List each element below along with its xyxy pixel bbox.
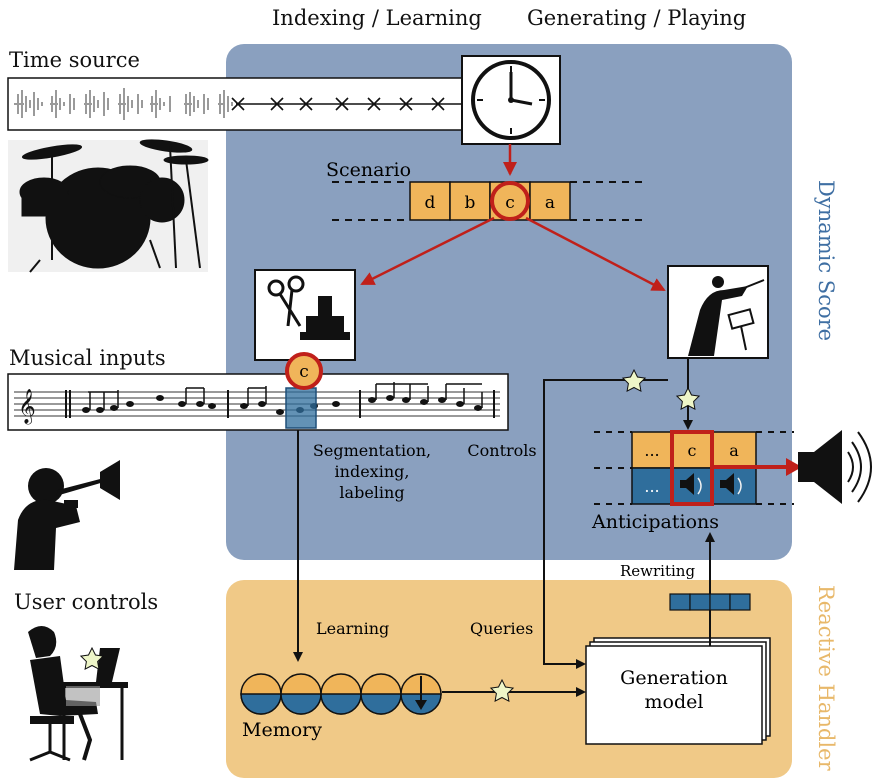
memory-unit-new: [400, 673, 442, 715]
scenario-cell: [529, 181, 571, 221]
loudspeaker-icon: [798, 430, 872, 504]
input-label-marker-text: c: [299, 362, 309, 382]
arrow-scenario-to-conductor: [525, 216, 666, 292]
anticipation-cell-label: a: [729, 441, 739, 460]
anticipation-cell-label: c: [688, 441, 697, 460]
memory-unit: [240, 673, 282, 715]
star-icon: [79, 646, 105, 671]
generation-model-box: [585, 637, 771, 745]
musical-inputs-label: Musical inputs: [9, 346, 166, 370]
memory-unit: [280, 673, 322, 715]
input-label-marker: [285, 352, 323, 390]
anticipation-cell-label: ...: [644, 441, 659, 460]
time-source-label: Time source: [9, 48, 140, 72]
header-indexing-learning: Indexing / Learning: [272, 6, 482, 30]
anticipations-grid: ... c a ...: [594, 430, 794, 506]
segmentation-label: Segmentation,: [313, 441, 431, 460]
score-selection-highlight: [285, 387, 317, 429]
trumpet-player-icon: [14, 460, 120, 570]
header-generating-playing: Generating / Playing: [527, 6, 747, 30]
generation-model-line2: model: [645, 691, 704, 713]
speaker-icon: [680, 473, 702, 495]
anticipation-cell: [631, 431, 673, 469]
controls-label: Controls: [467, 441, 536, 460]
scenario-strip: d b c a: [332, 181, 642, 221]
memory-unit: [320, 673, 362, 715]
scenario-cell-label: c: [505, 193, 515, 213]
star-icon: [675, 386, 701, 411]
musical-score: 𝄞: [7, 373, 509, 431]
user-controls-label: User controls: [14, 590, 159, 614]
svg-text:𝄞: 𝄞: [18, 389, 36, 425]
clock-icon: [461, 55, 561, 145]
user-at-desk-icon: [28, 626, 128, 762]
rewriting-block: [669, 593, 751, 611]
labeling-label: labeling: [339, 483, 404, 502]
memory-label: Memory: [242, 719, 322, 741]
anticipation-cell-label: ...: [644, 477, 659, 496]
scenario-cell-label: a: [545, 193, 555, 213]
scenario-current-marker: [490, 181, 530, 221]
star-icon: [489, 678, 515, 703]
arrow-scenario-to-indexing: [360, 216, 495, 286]
arrow-queries: [543, 379, 668, 669]
conductor-icon: [667, 265, 769, 359]
learning-label: Learning: [316, 619, 389, 638]
memory-row: [240, 673, 442, 715]
dynamic-score-label: Dynamic Score: [814, 180, 838, 342]
scissors-stamp-icon: [254, 269, 356, 361]
indexing-label: indexing,: [335, 462, 410, 481]
speaker-icon: [720, 473, 742, 495]
drum-kit-icon: [8, 139, 209, 273]
time-source-waveform: [7, 77, 475, 131]
anticipations-label: Anticipations: [591, 511, 719, 533]
star-icon: [621, 368, 647, 393]
generation-model-line1: Generation: [620, 667, 728, 689]
rewriting-label: Rewriting: [620, 562, 695, 580]
queries-label: Queries: [470, 619, 533, 638]
anticipation-cell: [631, 467, 673, 505]
scenario-label: Scenario: [326, 159, 411, 181]
scenario-cell-label: b: [465, 193, 476, 213]
scenario-cell-label: d: [425, 193, 436, 213]
reactive-handler-label: Reactive Handler: [814, 585, 838, 771]
memory-unit: [360, 673, 402, 715]
scenario-cell: [449, 181, 491, 221]
